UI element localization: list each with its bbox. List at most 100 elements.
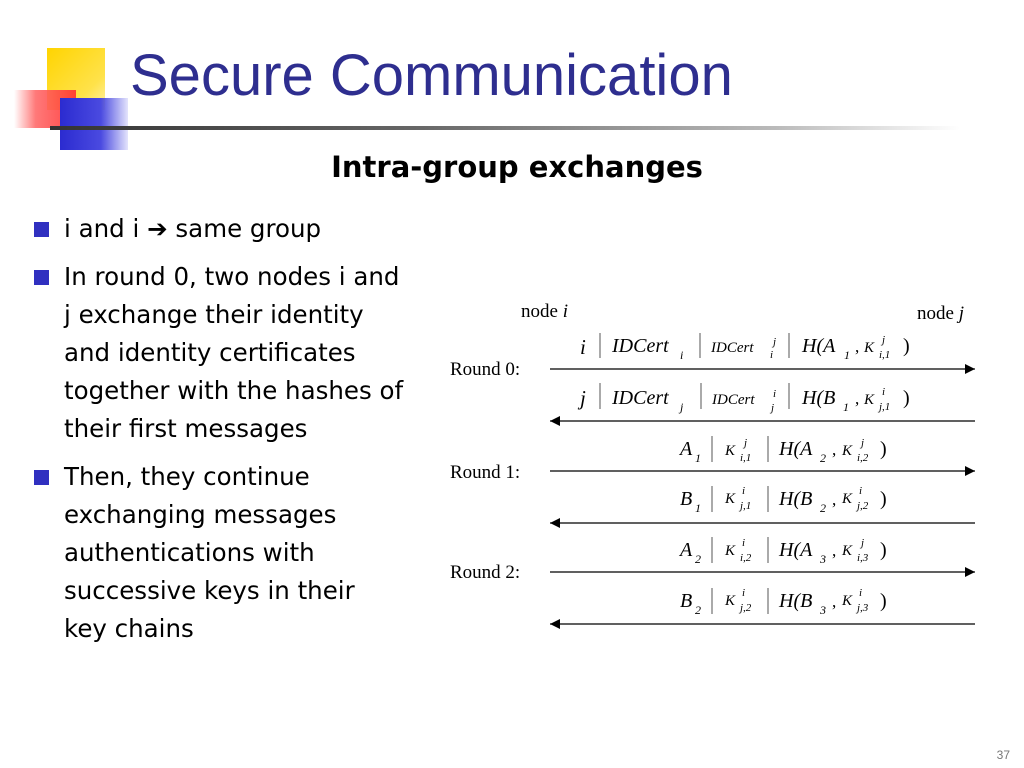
svg-text:i,1: i,1 [740,452,751,464]
bullet-item-1: i and i ➔ same group [34,210,404,248]
svg-text:i: i [580,335,586,359]
round-1-label: Round 1: [450,462,520,483]
slide-subtitle: Intra-group exchanges [331,150,703,184]
svg-text:A: A [678,539,693,561]
message-round0-i-to-j: i IDCert i IDCert j i H(A 1 , K j i,1 ) [580,333,910,362]
svg-text:j,1: j,1 [738,500,751,512]
svg-text:K: K [841,443,853,459]
svg-text:i: i [859,587,862,599]
svg-text:j,2: j,2 [855,500,869,512]
svg-text:H(B: H(B [778,488,812,510]
svg-text:): ) [880,488,887,510]
svg-text:i,2: i,2 [740,552,752,564]
svg-text:H(A: H(A [778,438,813,460]
title-rule [50,126,960,130]
svg-text:H(B: H(B [778,590,812,612]
message-round2-i-to-j: A 2 K i i,2 H(A 3 , K j i,3 ) [678,537,887,566]
svg-text:j,3: j,3 [855,602,869,614]
svg-text:j: j [769,402,774,414]
svg-text:j,2: j,2 [738,602,752,614]
svg-text:IDCert: IDCert [710,340,754,356]
svg-text:i: i [742,485,745,497]
bullet-square-icon [34,270,49,285]
svg-text:j: j [880,334,885,346]
svg-text:i: i [770,349,773,361]
svg-text:K: K [841,543,853,559]
svg-text:K: K [863,392,875,408]
svg-text:1: 1 [844,348,850,362]
bullet-item-2: In round 0, two nodes i and j exchange t… [34,258,404,448]
bullet-square-icon [34,470,49,485]
svg-text:i,1: i,1 [879,349,890,361]
svg-text:IDCert: IDCert [711,392,755,408]
svg-text:B: B [680,488,692,510]
bullet-1-lead: i and i [64,214,140,243]
svg-text:H(A: H(A [801,335,836,357]
svg-text:i: i [742,587,745,599]
round-0-label: Round 0: [450,359,520,380]
svg-text:IDCert: IDCert [611,387,669,409]
svg-text:K: K [863,340,875,356]
svg-text:j: j [678,400,684,414]
svg-text:1: 1 [695,451,701,465]
svg-text:i,2: i,2 [857,452,869,464]
svg-text:3: 3 [819,603,826,617]
svg-text:K: K [724,593,736,609]
svg-text:): ) [880,539,887,561]
svg-text:i: i [742,537,745,549]
bullet-item-3: Then, they continue exchanging messages … [34,458,404,648]
title-decoration-blue [60,98,128,150]
svg-text:): ) [880,590,887,612]
svg-text:2: 2 [820,451,826,465]
svg-text:3: 3 [819,552,826,566]
message-round2-j-to-i: B 2 K i j,2 H(B 3 , K i j,3 ) [680,587,887,617]
svg-text:j: j [742,437,747,449]
svg-text:i: i [859,485,862,497]
svg-text:): ) [903,387,910,409]
svg-text:,: , [832,490,836,509]
svg-text:i: i [773,388,776,400]
svg-text:H(A: H(A [778,539,813,561]
svg-text:2: 2 [820,501,826,515]
svg-text:K: K [724,543,736,559]
svg-text:K: K [724,491,736,507]
node-j-label: node j [917,303,964,324]
page-number: 37 [996,748,1010,762]
svg-text:): ) [880,438,887,460]
bullet-1-tail: same group [175,214,322,243]
svg-text:,: , [832,592,836,611]
bullet-3-text: Then, they continue exchanging messages … [64,462,355,643]
slide-title: Secure Communication [130,43,733,108]
svg-text:2: 2 [695,552,701,566]
svg-text:H(B: H(B [801,387,835,409]
svg-text:1: 1 [695,501,701,515]
svg-text:,: , [832,541,836,560]
bullet-2-text: In round 0, two nodes i and j exchange t… [64,262,404,443]
svg-text:K: K [724,443,736,459]
svg-text:i: i [882,386,885,398]
svg-text:): ) [903,335,910,357]
svg-text:j: j [771,336,776,348]
svg-text:K: K [841,491,853,507]
svg-text:IDCert: IDCert [611,335,669,357]
svg-text:,: , [855,389,859,408]
message-round1-i-to-j: A 1 K j i,1 H(A 2 , K j i,2 ) [678,436,887,465]
svg-text:K: K [841,593,853,609]
svg-text:B: B [680,590,692,612]
svg-text:,: , [832,440,836,459]
message-round0-j-to-i: j IDCert j IDCert i j H(B 1 , K i j,1 ) [577,383,910,414]
svg-text:,: , [855,337,859,356]
message-round1-j-to-i: B 1 K i j,1 H(B 2 , K i j,2 ) [680,485,887,515]
node-i-label: node i [521,301,568,322]
bullet-square-icon [34,222,49,237]
right-arrow-icon: ➔ [147,214,168,243]
round-2-label: Round 2: [450,562,520,583]
svg-text:i,3: i,3 [857,552,869,564]
svg-text:j: j [577,386,586,410]
svg-text:j,1: j,1 [877,401,890,413]
svg-text:j: j [859,437,864,449]
svg-text:j: j [859,537,864,549]
svg-text:i: i [680,348,683,362]
svg-text:2: 2 [695,603,701,617]
